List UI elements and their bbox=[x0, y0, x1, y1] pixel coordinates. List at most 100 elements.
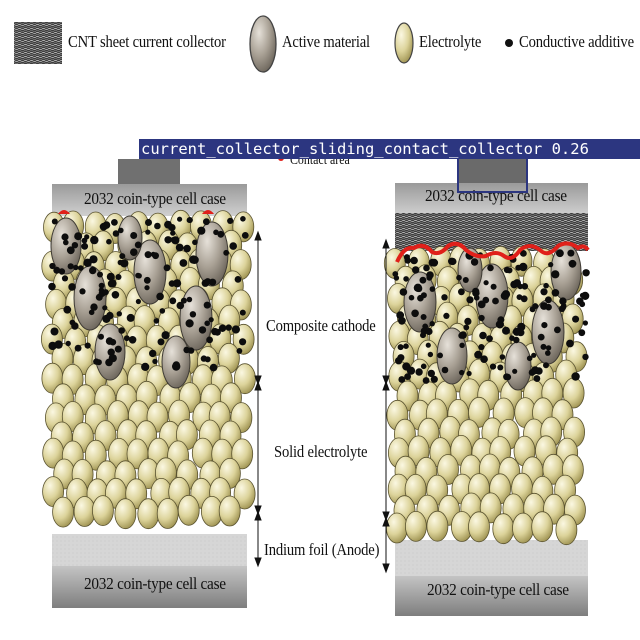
right-conductive-additive bbox=[398, 316, 406, 325]
left-conductive-additive bbox=[98, 333, 104, 340]
left-conductive-additive bbox=[240, 216, 246, 222]
left-conductive-additive bbox=[164, 236, 172, 244]
left-case-tab bbox=[118, 159, 180, 186]
right-electrolyte-particle bbox=[555, 514, 578, 546]
left-conductive-additive bbox=[144, 285, 150, 291]
left-conductive-additive bbox=[234, 276, 242, 283]
right-conductive-additive bbox=[420, 314, 427, 320]
left-conductive-additive bbox=[176, 301, 185, 310]
left-conductive-additive bbox=[90, 235, 99, 245]
left-conductive-additive bbox=[63, 239, 69, 246]
left-electrolyte-particle bbox=[73, 496, 96, 527]
left-conductive-additive bbox=[143, 276, 151, 284]
left-conductive-additive bbox=[208, 317, 214, 323]
case-label-top-left: 2032 coin-type cell case bbox=[84, 189, 226, 208]
case-label-bottom-right: 2032 coin-type cell case bbox=[427, 580, 569, 599]
left-conductive-additive bbox=[206, 336, 214, 344]
right-conductive-additive bbox=[423, 264, 430, 272]
left-conductive-additive bbox=[88, 309, 95, 316]
right-conductive-additive bbox=[466, 370, 472, 377]
left-conductive-additive bbox=[77, 265, 84, 271]
left-conductive-additive bbox=[183, 244, 191, 253]
right-conductive-additive bbox=[497, 316, 505, 324]
right-cnt-sheet bbox=[395, 213, 588, 251]
left-electrolyte-particle bbox=[156, 498, 179, 529]
left-conductive-additive bbox=[186, 296, 193, 303]
right-conductive-additive bbox=[499, 354, 506, 360]
left-conductive-additive bbox=[61, 233, 69, 241]
left-conductive-additive bbox=[116, 311, 123, 317]
right-conductive-additive bbox=[582, 269, 590, 277]
right-conductive-additive bbox=[503, 266, 511, 274]
left-electrolyte-particle bbox=[137, 498, 160, 530]
right-conductive-additive bbox=[478, 344, 485, 351]
right-conductive-additive bbox=[490, 283, 497, 290]
right-conductive-additive bbox=[554, 326, 561, 334]
left-conductive-additive bbox=[65, 340, 71, 347]
left-conductive-additive bbox=[209, 363, 218, 372]
right-conductive-additive bbox=[497, 364, 504, 371]
right-conductive-additive bbox=[425, 327, 433, 336]
right-conductive-additive bbox=[443, 312, 450, 319]
right-conductive-additive bbox=[532, 303, 539, 310]
right-conductive-additive bbox=[459, 342, 465, 348]
right-conductive-additive bbox=[425, 342, 431, 348]
left-conductive-additive bbox=[241, 232, 249, 239]
right-active-particle bbox=[504, 341, 532, 391]
left-particle-stack bbox=[41, 209, 256, 530]
right-conductive-additive bbox=[582, 320, 589, 326]
right-conductive-additive bbox=[543, 282, 549, 289]
left-active-particle bbox=[117, 215, 143, 261]
right-conductive-additive bbox=[513, 336, 520, 344]
right-conductive-additive bbox=[545, 350, 551, 356]
left-dimension-arrows bbox=[254, 230, 262, 568]
left-conductive-additive bbox=[149, 349, 157, 358]
right-conductive-additive bbox=[492, 297, 499, 305]
left-conductive-additive bbox=[68, 283, 76, 291]
right-conductive-additive bbox=[429, 286, 436, 292]
left-conductive-additive bbox=[236, 348, 243, 354]
right-conductive-additive bbox=[406, 366, 416, 375]
left-conductive-additive bbox=[102, 221, 111, 229]
left-conductive-additive bbox=[119, 253, 126, 260]
right-conductive-additive bbox=[420, 332, 426, 339]
left-conductive-additive bbox=[53, 266, 61, 274]
left-conductive-additive bbox=[145, 219, 152, 226]
right-electrolyte-particle bbox=[468, 396, 490, 428]
left-conductive-additive bbox=[117, 259, 124, 266]
left-conductive-additive bbox=[189, 311, 197, 318]
left-electrolyte-particle bbox=[233, 363, 256, 395]
left-conductive-additive bbox=[89, 255, 98, 264]
left-electrolyte-particle bbox=[177, 494, 200, 526]
right-conductive-additive bbox=[519, 262, 528, 272]
left-conductive-additive bbox=[211, 327, 219, 336]
right-conductive-additive bbox=[398, 376, 406, 383]
right-conductive-additive bbox=[578, 329, 586, 337]
left-conductive-additive bbox=[159, 308, 166, 314]
left-conductive-additive bbox=[90, 303, 98, 311]
left-conductive-additive bbox=[157, 338, 165, 346]
left-conductive-additive bbox=[106, 272, 115, 281]
left-electrolyte-particle bbox=[92, 495, 114, 527]
detection-label: current_collector_sliding_contact_collec… bbox=[139, 139, 640, 159]
left-conductive-additive bbox=[144, 251, 152, 259]
right-conductive-additive bbox=[567, 249, 575, 257]
right-conductive-additive bbox=[572, 315, 580, 323]
left-conductive-additive bbox=[130, 248, 138, 256]
left-conductive-additive bbox=[49, 262, 56, 270]
left-conductive-additive bbox=[108, 279, 117, 288]
left-conductive-additive bbox=[111, 291, 120, 299]
left-electrolyte-particle bbox=[218, 495, 241, 527]
left-conductive-additive bbox=[102, 305, 108, 311]
right-case-top bbox=[395, 183, 588, 215]
left-conductive-additive bbox=[71, 242, 79, 249]
right-conductive-additive bbox=[422, 377, 430, 384]
left-conductive-additive bbox=[89, 266, 97, 275]
right-active-particle bbox=[403, 271, 437, 333]
left-conductive-additive bbox=[126, 313, 135, 322]
right-conductive-additive bbox=[410, 256, 418, 265]
right-conductive-additive bbox=[399, 288, 408, 296]
cnt-sheet-icon bbox=[14, 22, 62, 64]
left-conductive-additive bbox=[73, 264, 79, 271]
